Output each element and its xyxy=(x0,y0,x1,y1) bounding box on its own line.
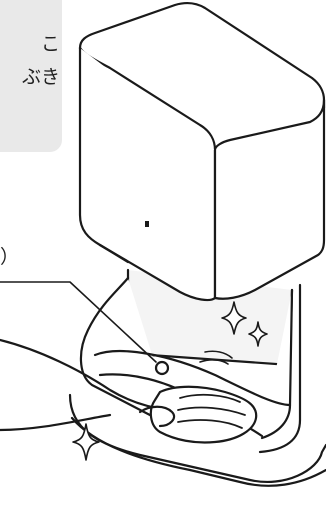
status-indicator xyxy=(145,221,149,227)
dryer-side-face xyxy=(215,100,324,299)
sensor-dot xyxy=(156,362,168,374)
dryer-front-face xyxy=(80,48,215,300)
